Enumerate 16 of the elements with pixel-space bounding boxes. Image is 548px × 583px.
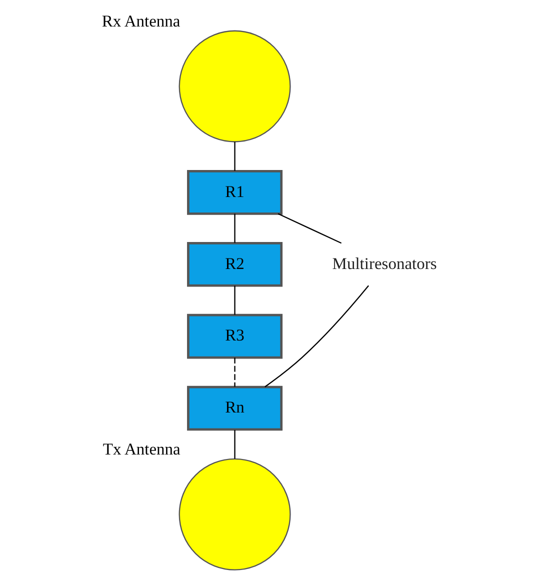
connector	[278, 213, 342, 244]
node-box: R2	[187, 242, 283, 287]
node-box: R3	[187, 314, 283, 359]
connector	[234, 214, 236, 243]
connector	[234, 142, 236, 171]
node-label: Tx Antenna	[102, 439, 180, 458]
node-circle	[178, 458, 291, 570]
node-circle	[178, 30, 291, 142]
node-label: Rx Antenna	[102, 11, 180, 30]
node-box: R1	[187, 170, 283, 215]
node-box: Rn	[187, 386, 283, 431]
connector	[264, 285, 370, 388]
node-text: Multiresonators	[332, 254, 437, 273]
connector	[234, 286, 236, 315]
connector	[234, 358, 236, 387]
connector	[234, 430, 236, 459]
